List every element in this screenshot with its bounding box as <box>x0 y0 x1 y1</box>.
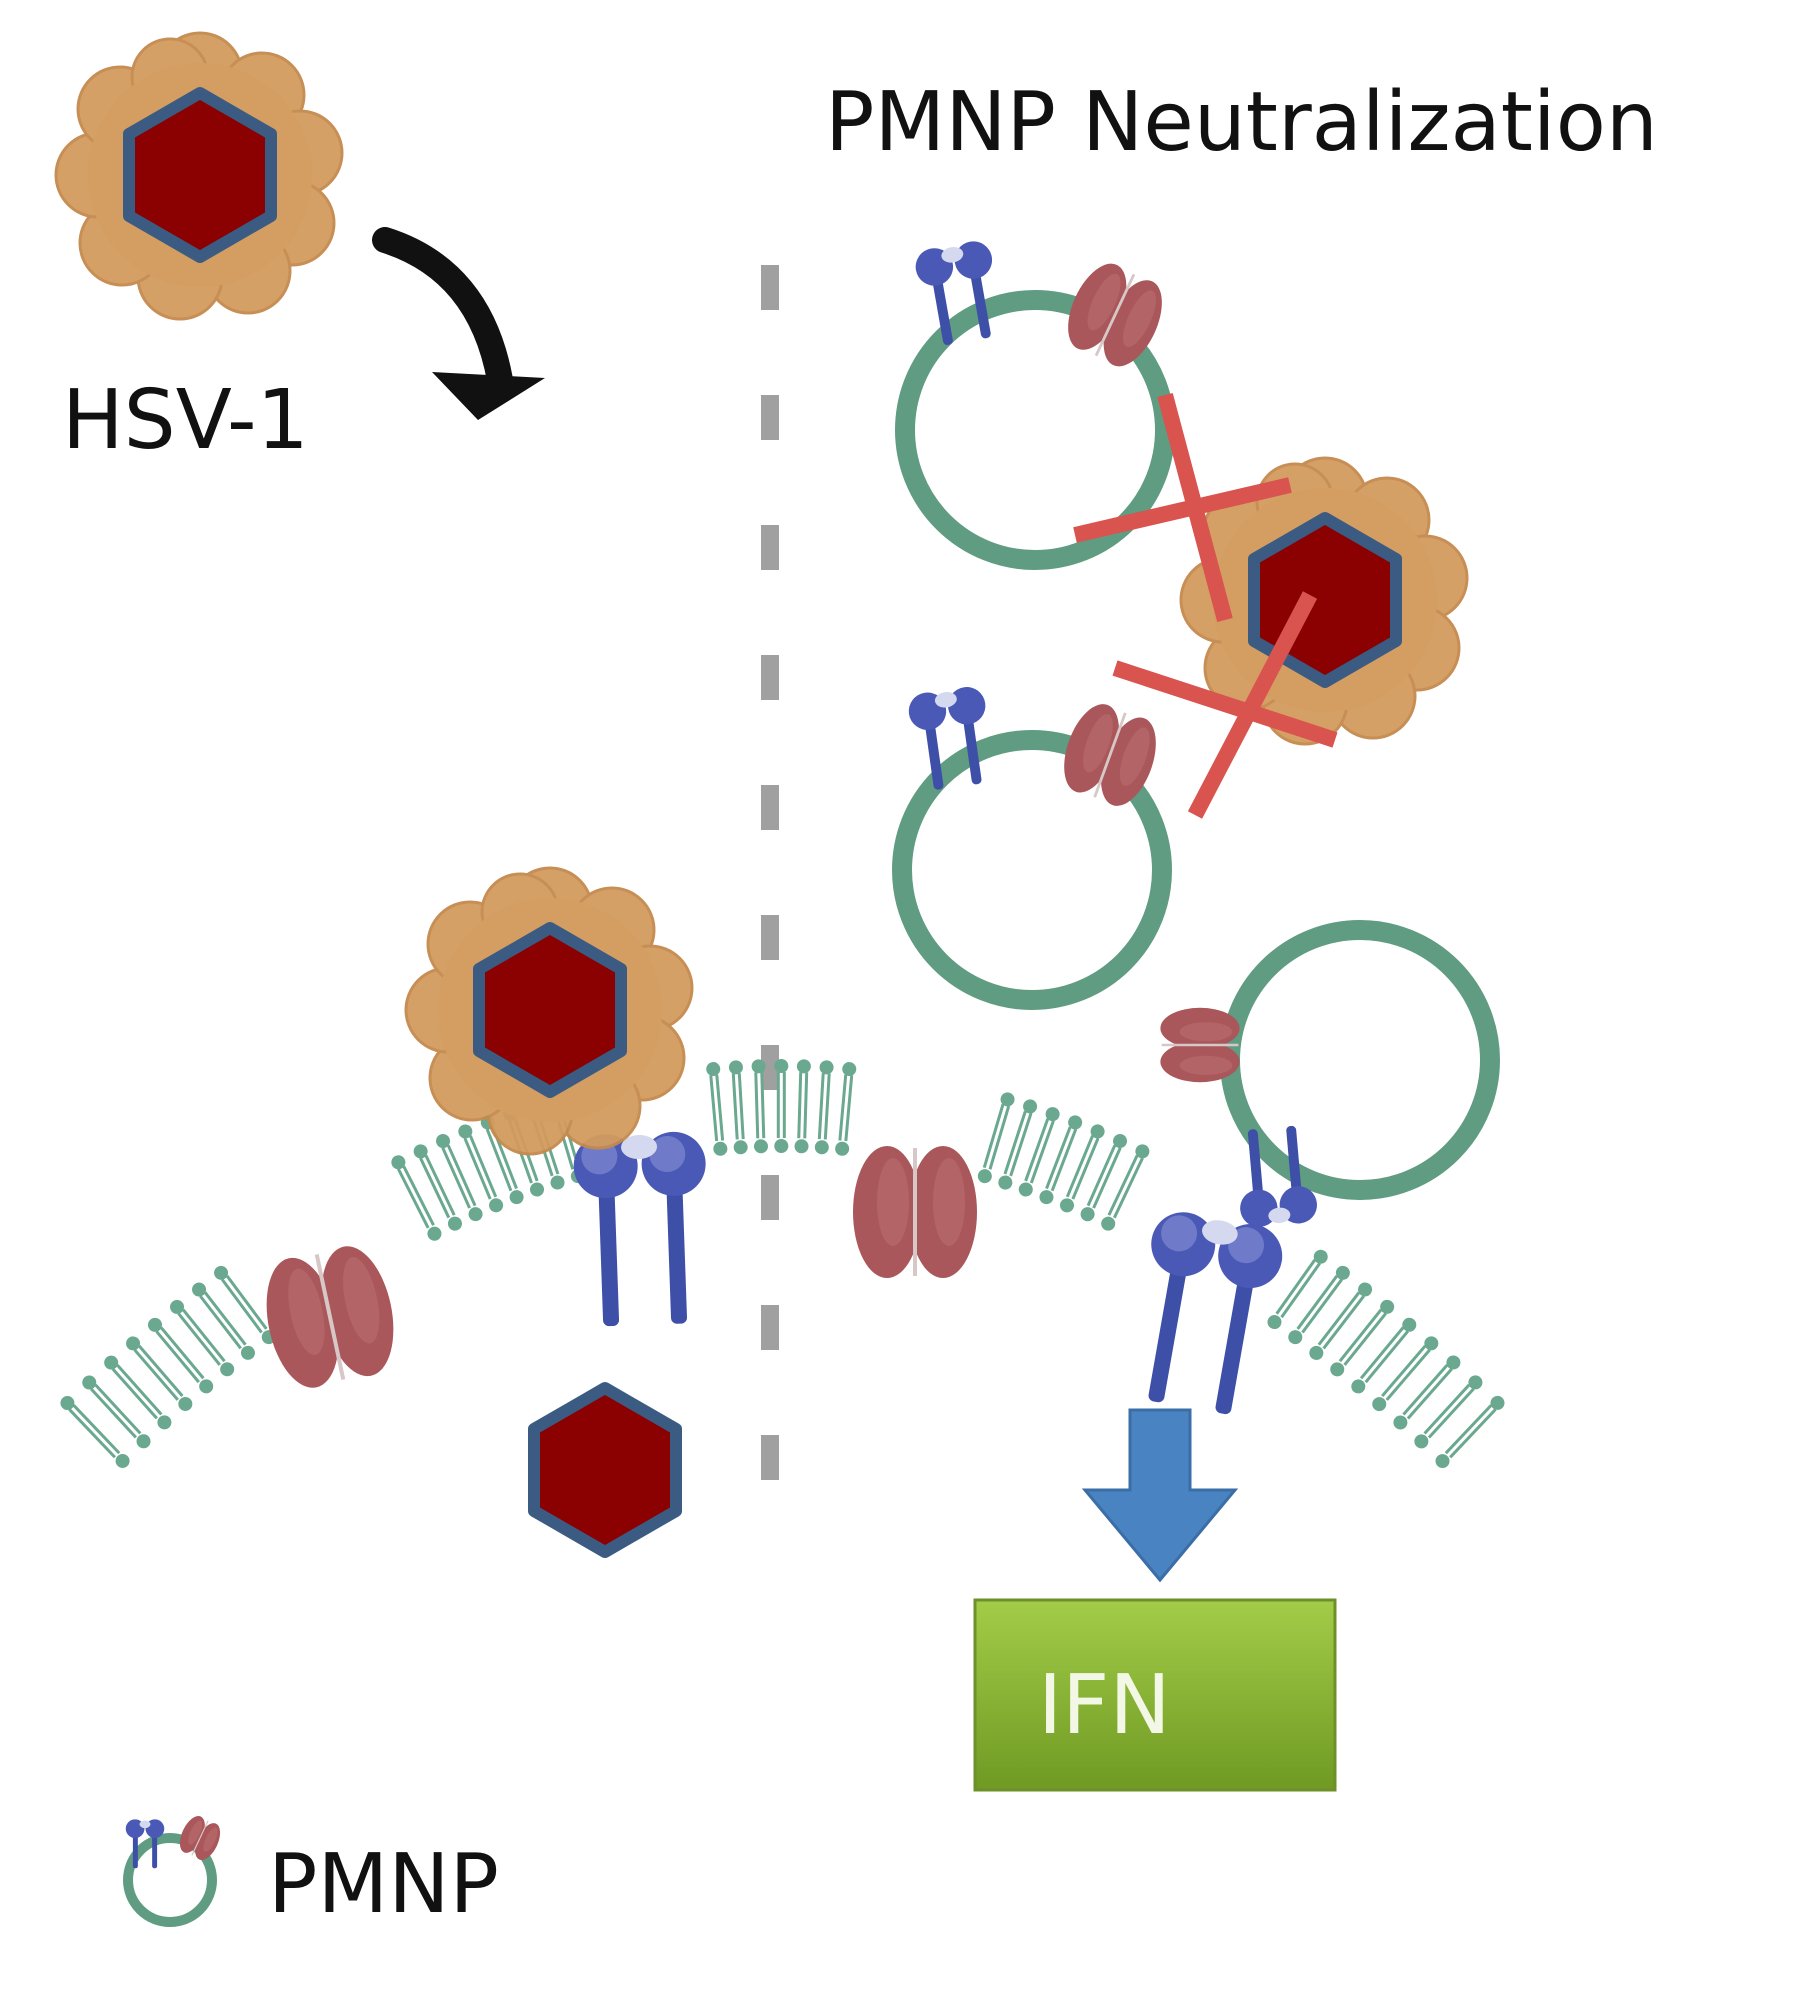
hsv1-virion-attached-icon <box>406 868 692 1154</box>
lipid-molecule <box>1076 1130 1131 1225</box>
lipid-molecule <box>1325 1295 1399 1381</box>
lipid-molecule <box>792 1057 813 1155</box>
lipid-molecule <box>1346 1313 1421 1398</box>
lipid-molecule <box>387 1151 446 1245</box>
membrane-receptor-red-left <box>253 1237 407 1397</box>
membrane-receptor-blue-right <box>1123 1207 1288 1420</box>
lipid-molecule <box>812 1058 836 1157</box>
lipid-molecule <box>974 1089 1018 1187</box>
down-arrow-icon <box>1081 1408 1239 1583</box>
lipid-molecule <box>727 1058 750 1157</box>
lipid-molecule <box>432 1130 487 1225</box>
lipid-molecule <box>1097 1140 1154 1235</box>
lipid-molecule <box>1409 1371 1487 1453</box>
lipid-molecule <box>121 1332 197 1416</box>
lipid-molecule <box>409 1140 466 1235</box>
nanoparticle-icon-2 <box>892 684 1172 1010</box>
block-x-icon <box>1073 392 1338 819</box>
legend-label: PMNP <box>268 1837 499 1932</box>
lipid-molecule <box>77 1371 155 1453</box>
lipid-molecule <box>833 1059 859 1158</box>
cell-membrane <box>56 1057 1509 1473</box>
lipid-molecule <box>143 1313 218 1398</box>
nanoparticle-icon-3 <box>1159 920 1500 1229</box>
lipid-molecule <box>165 1295 239 1381</box>
lipid-molecule <box>1431 1391 1509 1473</box>
lipid-molecule <box>1305 1278 1377 1365</box>
ifn-box <box>973 1598 1337 1792</box>
lipid-molecule <box>1284 1261 1355 1349</box>
legend-nanoparticle-icon <box>123 1811 226 1927</box>
released-capsid-icon <box>534 1388 676 1552</box>
lipid-molecule <box>1367 1331 1443 1416</box>
nanoparticle-icon <box>895 238 1176 570</box>
hsv1-virion-icon <box>56 33 342 319</box>
diagram-title: PMNP Neutralization <box>825 75 1658 170</box>
hsv1-label: HSV-1 <box>62 373 309 468</box>
lipid-molecule <box>704 1059 730 1158</box>
membrane-receptor-blue-center <box>572 1130 712 1328</box>
lipid-molecule <box>1389 1351 1465 1434</box>
membrane-receptor-red-center <box>851 1144 979 1280</box>
ifn-label: IFN <box>1038 1658 1171 1753</box>
lipid-molecule <box>187 1278 260 1365</box>
curved-arrow-icon <box>372 227 545 420</box>
lipid-molecule <box>56 1391 134 1473</box>
lipid-molecule <box>99 1351 176 1434</box>
